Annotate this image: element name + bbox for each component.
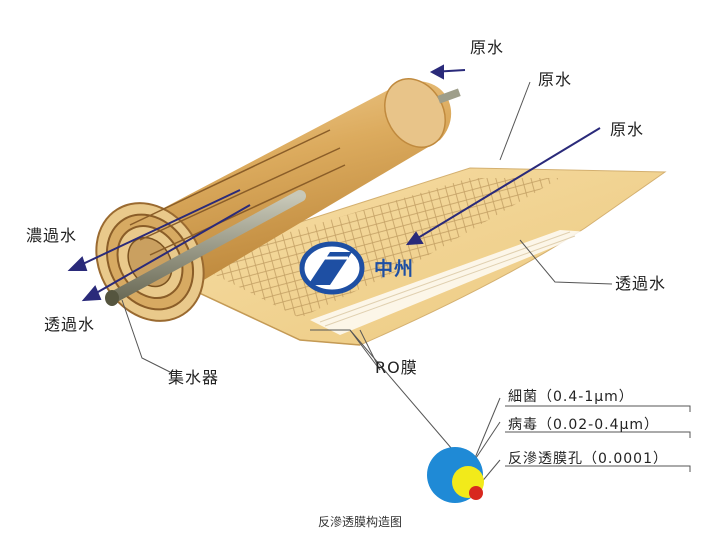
flow-arrows (67, 64, 601, 302)
label-bacteria-size: 細菌（0.4-1μm） (508, 389, 634, 405)
label-raw-water-3: 原水 (610, 120, 645, 139)
leader-ro-2 (359, 329, 381, 371)
raw-water-arrow-1-head (429, 64, 444, 80)
label-raw-water-1: 原水 (470, 38, 505, 57)
permeate-arrow-head (81, 285, 102, 302)
figure-caption: 反滲透膜构造图 (317, 515, 402, 529)
label-pore-size: 反滲透膜孔（0.0001） (508, 451, 668, 467)
leader-ro-to-circles (349, 329, 471, 471)
leader-lines (121, 81, 691, 491)
concentrate-arrow (69, 189, 241, 271)
raw-water-arrow-3-head (405, 231, 424, 246)
label-concentrate: 濃過水 (26, 226, 78, 245)
label-raw-water-2: 原水 (538, 70, 573, 89)
raw-water-arrow-3 (407, 127, 601, 245)
pore-circle (469, 486, 483, 500)
leader-permeate-right (519, 239, 613, 285)
logo-text: 中州 (374, 258, 415, 280)
logo-mark (299, 241, 365, 295)
label-collector: 集水器 (168, 368, 220, 387)
pore-size-circles (427, 447, 484, 503)
leader-collector (121, 299, 171, 373)
label-permeate-right: 透過水 (615, 274, 667, 293)
label-virus-size: 病毒（0.02-0.4μm） (508, 417, 660, 433)
leader-raw-water-2 (499, 81, 531, 161)
permeate-arrow (83, 204, 251, 301)
label-ro-membrane: RO膜 (375, 358, 418, 377)
membrane-sheet (148, 167, 667, 346)
label-permeate-left: 透過水 (44, 315, 96, 334)
concentrate-arrow-head (67, 256, 88, 271)
